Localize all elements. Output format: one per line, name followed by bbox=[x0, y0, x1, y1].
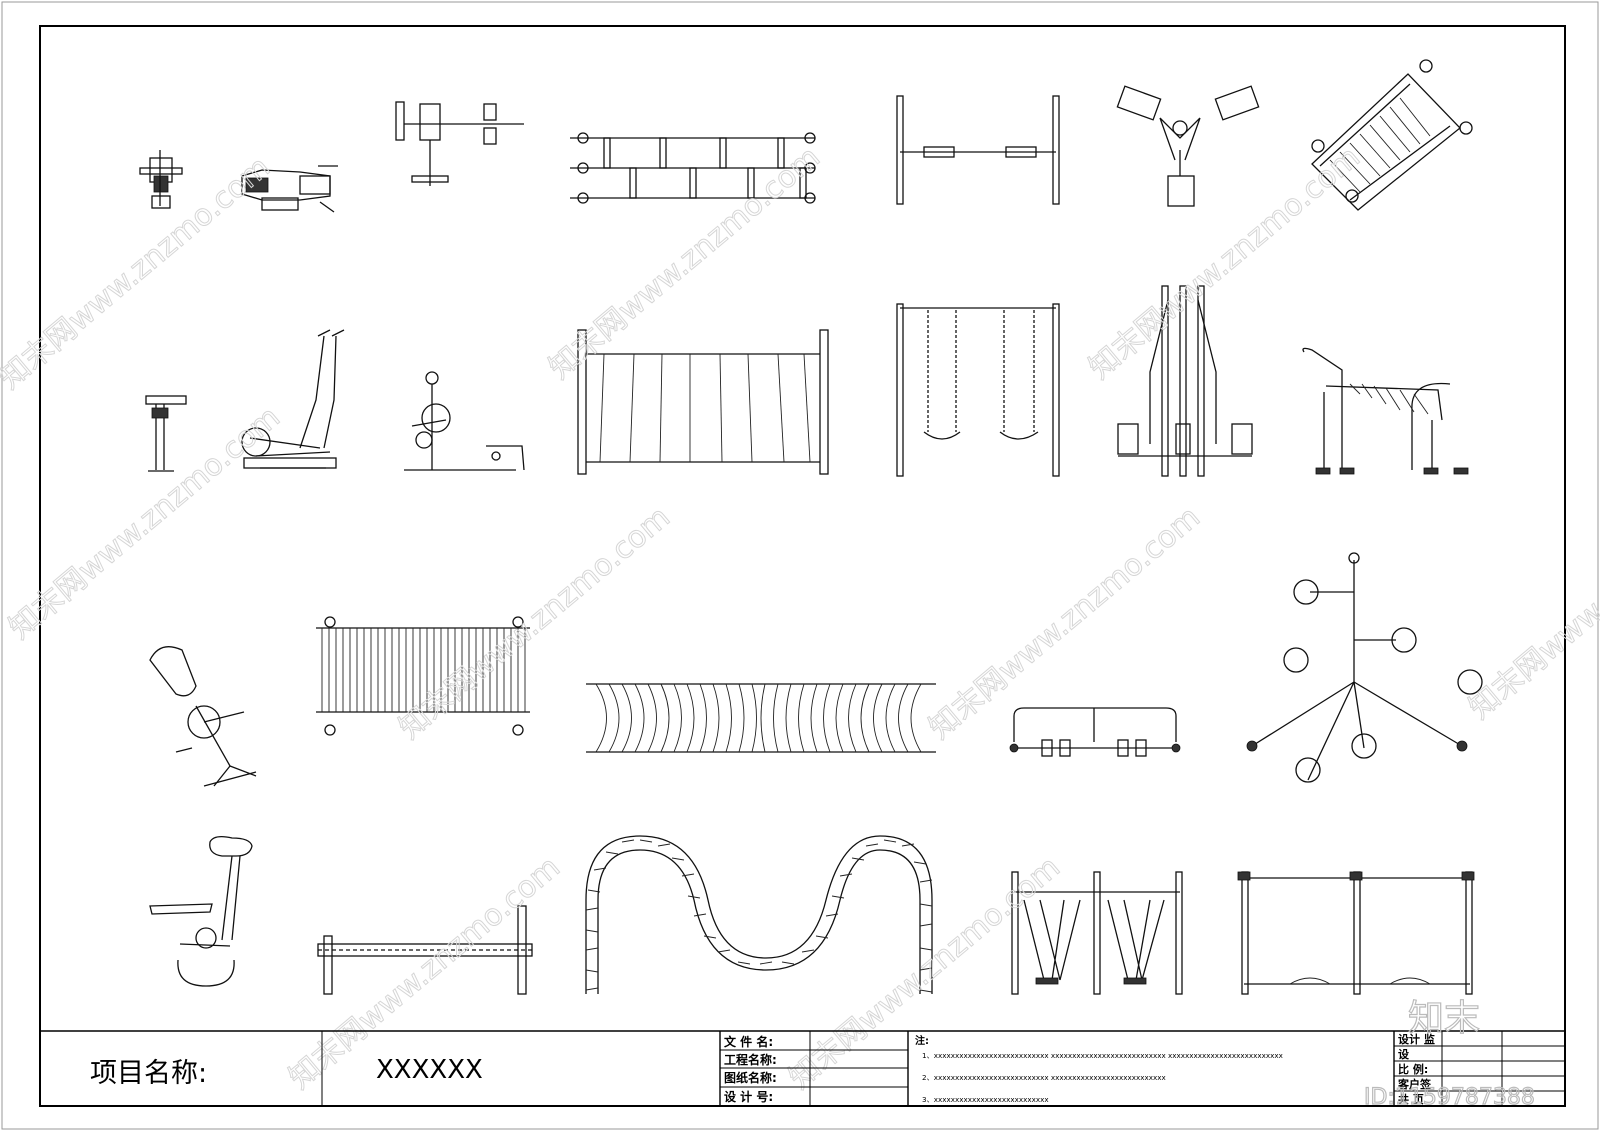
note-line-2: 2、xxxxxxxxxxxxxxxxxxxxxxxxxxx xxxxxxxxxx… bbox=[922, 1073, 1166, 1082]
equipment-horizontal-bar bbox=[896, 95, 1060, 205]
equipment-balance-beam-low bbox=[317, 905, 533, 995]
equipment-sit-up-bench-top bbox=[1311, 59, 1473, 211]
equipment-ladder-top bbox=[570, 132, 816, 204]
equipment-multi-station-tree bbox=[1246, 552, 1483, 783]
designer-label: 设 bbox=[1398, 1047, 1410, 1061]
drawing-name-label: 图纸名称: bbox=[724, 1070, 777, 1085]
equipment-seated-puller bbox=[1117, 285, 1253, 477]
watermark-site-text: 知末网www.znzmo.com bbox=[0, 150, 277, 396]
equipment-air-walker bbox=[1011, 871, 1183, 995]
equipment-pedal-bike-angled bbox=[149, 646, 257, 787]
client-signature-label: 客户签 bbox=[1397, 1077, 1432, 1091]
equipment-bridge-railing bbox=[316, 616, 530, 736]
watermark-site-text: 知末网www.znzmo.com bbox=[923, 500, 1207, 746]
design-supervisor-label: 设计 监 bbox=[1398, 1032, 1435, 1046]
equipment-post-machine bbox=[145, 395, 187, 472]
equipment-frame-with-base bbox=[1237, 871, 1475, 995]
note-line-1: 1、xxxxxxxxxxxxxxxxxxxxxxxxxxx xxxxxxxxxx… bbox=[922, 1051, 1284, 1060]
equipment-back-stretcher bbox=[1302, 347, 1469, 475]
equipment-wave-ladder bbox=[585, 835, 933, 994]
scale-label: 比 例: bbox=[1398, 1062, 1428, 1076]
image-id-watermark: ID:1159787388 bbox=[1364, 1085, 1535, 1110]
equipment-tunnel-crawl bbox=[586, 683, 936, 753]
project-name-value: XXXXXX bbox=[376, 1055, 483, 1085]
watermark-site-text: 知末网www.znzmo.com bbox=[1463, 480, 1600, 726]
design-number-label: 设 计 号: bbox=[724, 1089, 773, 1104]
engineering-name-label: 工程名称: bbox=[724, 1052, 777, 1067]
watermark-site-text: 知末网www.znzmo.com bbox=[393, 500, 677, 746]
equipment-twist-station-top bbox=[1116, 85, 1260, 207]
total-pages-label: 共 页 bbox=[1398, 1092, 1424, 1106]
equipment-balance-beam-double bbox=[1009, 707, 1181, 757]
title-block: 项目名称: XXXXXX 文 件 名: 工程名称: 图纸名称: 设 计 号: 注… bbox=[40, 1030, 1565, 1106]
watermark-site-text: 知末网www.znzmo.com bbox=[3, 400, 287, 646]
brand-logo-watermark: 知末 bbox=[1408, 998, 1480, 1039]
note-line-3: 3、xxxxxxxxxxxxxxxxxxxxxxxxxxx bbox=[922, 1095, 1049, 1104]
equipment-rowing-machine bbox=[404, 371, 525, 471]
equipment-seated-pedaler bbox=[149, 836, 253, 987]
equipment-elliptical-walker bbox=[241, 329, 345, 469]
project-name-label: 项目名称: bbox=[90, 1058, 207, 1089]
notes-label: 注: bbox=[915, 1034, 929, 1047]
equipment-climbing-frame bbox=[577, 329, 829, 475]
file-name-label: 文 件 名: bbox=[724, 1034, 773, 1049]
watermark-site-text: 知末网www.znzmo.com bbox=[543, 140, 827, 386]
equipment-swing-set bbox=[896, 303, 1060, 477]
equipment-leg-press-top bbox=[241, 165, 338, 213]
watermark-site-text: 知末网www.znzmo.com bbox=[1083, 140, 1367, 386]
equipment-chest-press-top bbox=[395, 101, 524, 186]
equipment-small-machine bbox=[139, 150, 183, 209]
drawing-frame bbox=[39, 25, 1566, 1107]
